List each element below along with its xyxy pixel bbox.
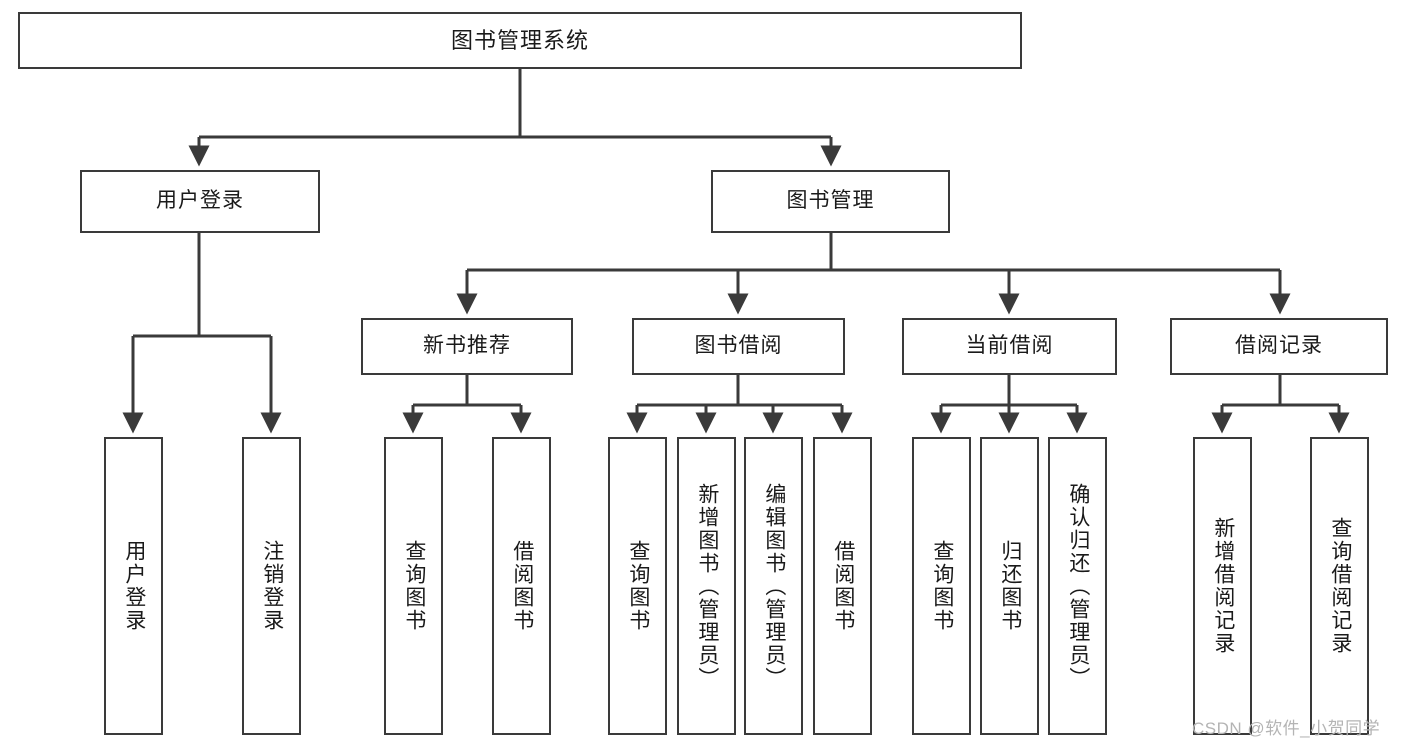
node-leaf-confirm-return-label: 确认归还（管理员） (1066, 482, 1090, 690)
node-leaf-return-book[interactable]: 归还图书 (980, 437, 1039, 735)
node-leaf-borrow-book-1[interactable]: 借阅图书 (492, 437, 551, 735)
node-leaf-user-logout[interactable]: 注销登录 (242, 437, 301, 735)
node-leaf-add-borrow-record[interactable]: 新增借阅记录 (1193, 437, 1252, 735)
node-leaf-query-book-2-label: 查询图书 (626, 540, 650, 632)
node-leaf-user-login[interactable]: 用户登录 (104, 437, 163, 735)
node-leaf-edit-book-label: 编辑图书（管理员） (762, 482, 786, 690)
node-root-label: 图书管理系统 (450, 27, 589, 53)
node-leaf-confirm-return[interactable]: 确认归还（管理员） (1048, 437, 1107, 735)
node-leaf-user-login-label: 用户登录 (122, 540, 146, 632)
node-book-borrow-label: 图书借阅 (694, 334, 783, 358)
node-leaf-borrow-book-2-label: 借阅图书 (831, 540, 855, 632)
node-leaf-query-book-2[interactable]: 查询图书 (608, 437, 667, 735)
node-leaf-query-book-3[interactable]: 查询图书 (912, 437, 971, 735)
node-leaf-query-book-3-label: 查询图书 (930, 540, 954, 632)
node-book-management-label: 图书管理 (786, 189, 875, 213)
node-new-book-recommend[interactable]: 新书推荐 (361, 318, 573, 375)
node-borrow-record-label: 借阅记录 (1235, 334, 1323, 358)
node-leaf-edit-book[interactable]: 编辑图书（管理员） (744, 437, 803, 735)
node-leaf-borrow-book-2[interactable]: 借阅图书 (813, 437, 872, 735)
node-leaf-user-logout-label: 注销登录 (260, 540, 284, 632)
node-leaf-query-book-1-label: 查询图书 (402, 540, 426, 632)
node-root[interactable]: 图书管理系统 (18, 12, 1022, 69)
node-leaf-borrow-book-1-label: 借阅图书 (510, 540, 534, 632)
node-borrow-record[interactable]: 借阅记录 (1170, 318, 1388, 375)
node-user-login[interactable]: 用户登录 (80, 170, 320, 233)
node-book-management[interactable]: 图书管理 (711, 170, 950, 233)
node-book-borrow[interactable]: 图书借阅 (632, 318, 845, 375)
node-current-borrow-label: 当前借阅 (965, 334, 1054, 358)
node-current-borrow[interactable]: 当前借阅 (902, 318, 1117, 375)
node-leaf-add-book-label: 新增图书（管理员） (695, 482, 719, 690)
node-leaf-query-book-1[interactable]: 查询图书 (384, 437, 443, 735)
node-leaf-query-borrow-record-label: 查询借阅记录 (1328, 517, 1352, 655)
node-user-login-label: 用户登录 (156, 189, 244, 213)
node-leaf-add-borrow-record-label: 新增借阅记录 (1211, 517, 1235, 655)
node-leaf-add-book[interactable]: 新增图书（管理员） (677, 437, 736, 735)
node-new-book-recommend-label: 新书推荐 (423, 334, 511, 358)
csdn-watermark: CSDN @软件_小贺同学 (1192, 719, 1381, 738)
node-leaf-return-book-label: 归还图书 (998, 540, 1022, 632)
node-leaf-query-borrow-record[interactable]: 查询借阅记录 (1310, 437, 1369, 735)
